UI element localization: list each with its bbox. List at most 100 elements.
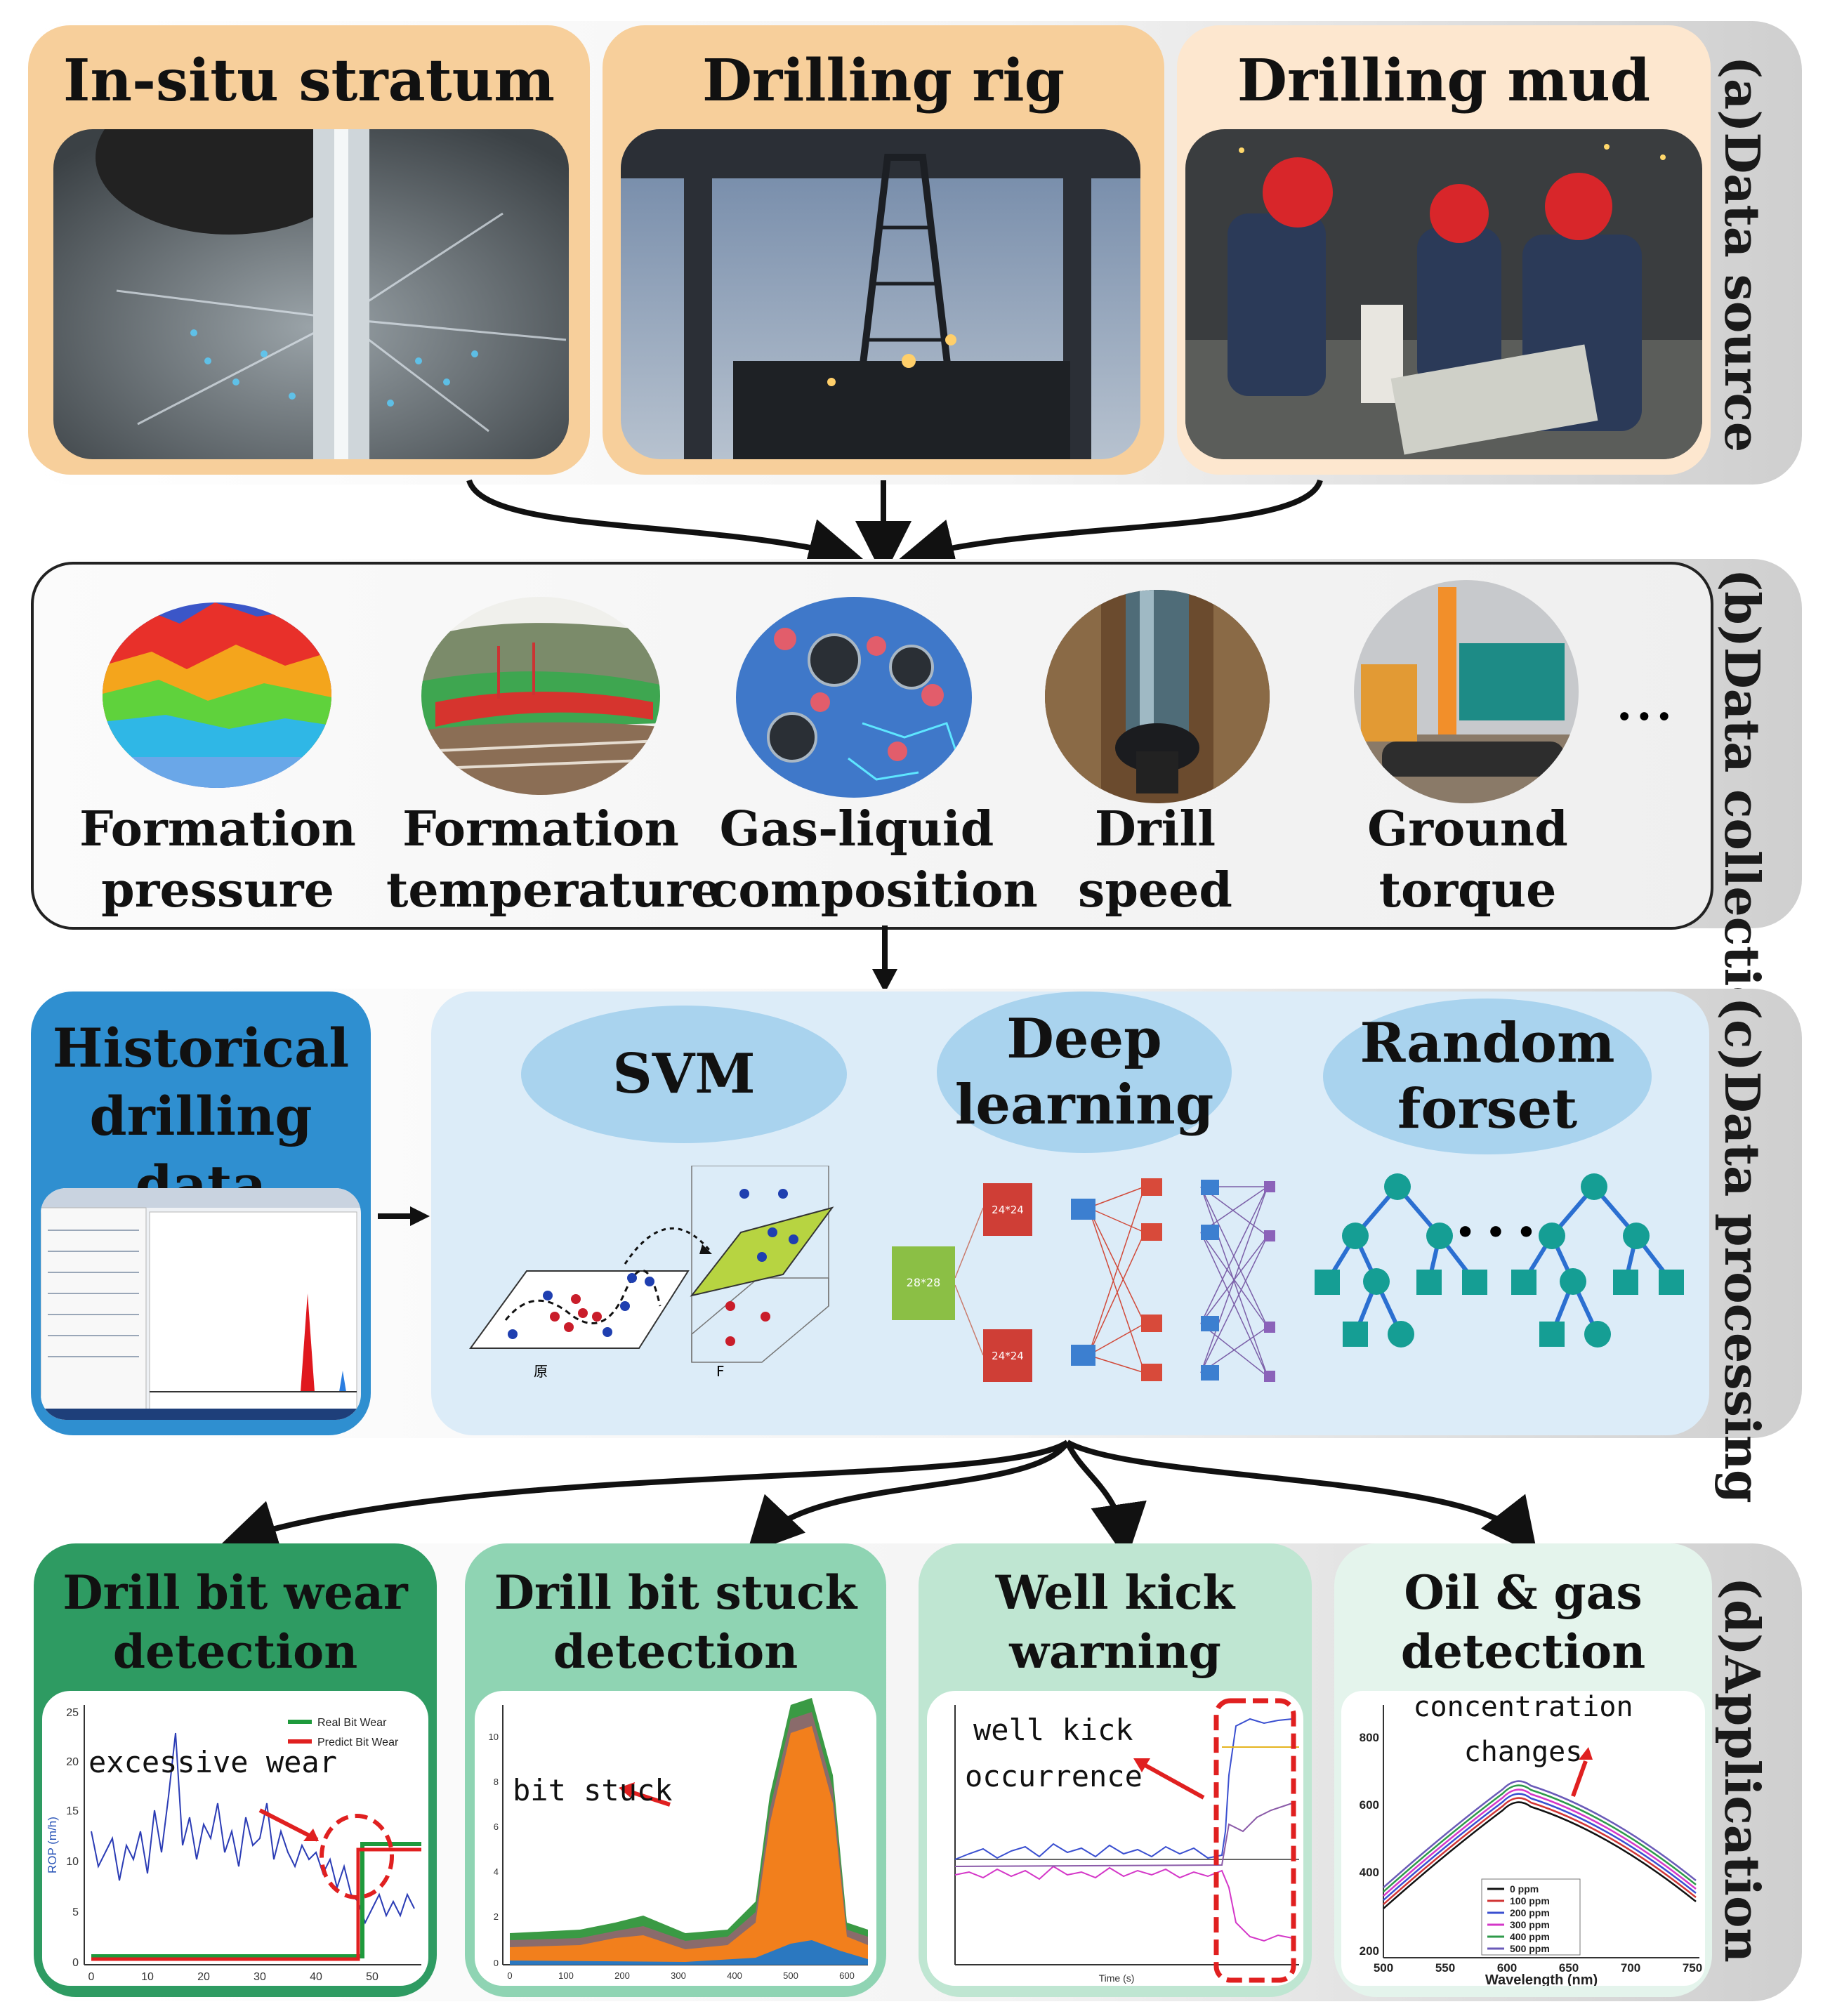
- arrows-processing-to-application: [221, 1439, 1538, 1552]
- random-forest-illustration: • • •: [1315, 1173, 1684, 1348]
- svm-oval: SVM: [521, 1006, 847, 1143]
- y-tick: 800: [1360, 1731, 1379, 1744]
- x-tick: 0: [88, 1971, 95, 1983]
- x-tick: 20: [197, 1971, 210, 1983]
- well-kick-annotation-line2: occurrence: [965, 1759, 1143, 1793]
- section-label-data-source: (a)Data source: [1713, 56, 1770, 453]
- legend-400ppm: 400 ppm: [1510, 1931, 1550, 1942]
- nn-conv-label-top: 24*24: [992, 1204, 1024, 1216]
- y-tick: 2: [494, 1911, 499, 1922]
- section-label-data-collection: (b)Data collection: [1713, 569, 1770, 1053]
- stuck-area-blue: [510, 1940, 868, 1965]
- legend-real-bit-wear: Real Bit Wear: [317, 1717, 387, 1729]
- x-tick: 10: [141, 1971, 154, 1983]
- x-tick: 500: [1374, 1961, 1393, 1975]
- formation-pressure-icon: [103, 602, 331, 788]
- y-axis-label: ROP (m/h): [46, 1817, 59, 1873]
- bit-stuck-annotation: bit stuck: [513, 1773, 673, 1807]
- collection-label-ground-torque: Ground torque: [1367, 801, 1568, 919]
- spectrum-500ppm: [1383, 1780, 1697, 1888]
- oil-gas-annotation-line1: concentration: [1413, 1691, 1633, 1723]
- app-title-well-kick: Well kick warning: [995, 1565, 1235, 1680]
- historical-data-card: Historical drilling data: [31, 991, 371, 1435]
- svm-illustration: 原 F: [469, 1166, 834, 1380]
- x-axis-label: Time (s): [1099, 1972, 1135, 1984]
- collection-label-formation-temperature: Formation temperature: [386, 801, 722, 919]
- svm-label-original: 原: [534, 1363, 548, 1380]
- y-tick: 10: [489, 1732, 499, 1742]
- x-tick: 0: [507, 1970, 512, 1981]
- spectrum-300ppm: [1383, 1788, 1697, 1897]
- y-tick: 0: [494, 1958, 499, 1968]
- y-tick: 200: [1360, 1944, 1379, 1958]
- forest-ellipsis: • • •: [1455, 1215, 1536, 1251]
- well-kick-annotation-line1: well kick: [973, 1713, 1133, 1747]
- historical-data-screenshot: [41, 1188, 361, 1420]
- svm-label-feature: F: [716, 1363, 725, 1380]
- x-tick: 40: [310, 1971, 322, 1983]
- app-title-bit-stuck: Drill bit stuck detection: [494, 1565, 857, 1680]
- random-forest-oval: Random forset: [1323, 999, 1652, 1154]
- x-tick: 550: [1435, 1961, 1455, 1975]
- app-card-oil-gas: Oil & gas detection 800 600 400 200 500 …: [1334, 1543, 1712, 1997]
- y-tick: 5: [72, 1906, 79, 1918]
- collection-label-gas-liquid-composition: Gas-liquid composition: [709, 801, 1038, 919]
- spectrum-400ppm: [1383, 1784, 1697, 1892]
- y-tick: 20: [66, 1756, 79, 1768]
- x-tick: 700: [1621, 1961, 1640, 1975]
- bit-stuck-chart-svg: 10 8 6 4 2 0 0 100 200 300 400 500 600: [489, 1698, 868, 1981]
- oil-gas-chart-svg: 800 600 400 200 500 550 600 650 700 750: [1360, 1691, 1703, 1986]
- oil-gas-chart: 800 600 400 200 500 550 600 650 700 750: [1341, 1691, 1705, 1986]
- real-bit-wear-line: [91, 1842, 421, 1958]
- arrow-historical-to-models: [378, 1206, 430, 1226]
- drilling-mud-image: [1185, 129, 1702, 459]
- x-tick: 300: [671, 1970, 686, 1981]
- drilling-rig-image: [621, 129, 1140, 459]
- x-tick: 200: [614, 1970, 630, 1981]
- app-card-bit-wear: Drill bit wear detection 25 20 15 10 5 0…: [34, 1543, 437, 1997]
- kick-series-purple: [954, 1803, 1293, 1867]
- y-tick: 10: [66, 1856, 79, 1868]
- kick-series-blue: [954, 1718, 1293, 1860]
- x-tick: 600: [839, 1970, 855, 1981]
- arrows-source-to-collection: [466, 479, 1323, 577]
- bit-wear-chart: 25 20 15 10 5 0 0 10 20 30 40 50 ROP (m/…: [42, 1691, 428, 1986]
- x-tick: 750: [1683, 1961, 1702, 1975]
- x-tick: 600: [1497, 1961, 1517, 1975]
- source-card-drilling-mud: Drilling mud: [1177, 25, 1711, 475]
- y-tick: 400: [1360, 1866, 1379, 1879]
- bit-wear-annotation: excessive wear: [88, 1745, 337, 1779]
- deep-learning-illustration: 28*28 24*24 24*24: [892, 1178, 1275, 1382]
- y-tick: 15: [66, 1805, 79, 1817]
- collection-label-formation-pressure: Formation pressure: [79, 801, 356, 919]
- bit-stuck-chart: 10 8 6 4 2 0 0 100 200 300 400 500 600: [475, 1691, 876, 1986]
- kick-series-magenta: [954, 1865, 1293, 1942]
- ground-torque-icon: [1354, 580, 1579, 803]
- y-tick: 0: [72, 1957, 79, 1969]
- predict-bit-wear-line: [91, 1847, 421, 1961]
- y-tick: 600: [1360, 1798, 1379, 1812]
- legend-predict-bit-wear: Predict Bit Wear: [317, 1737, 399, 1748]
- nn-conv-label-bottom: 24*24: [992, 1350, 1024, 1362]
- app-title-oil-gas: Oil & gas detection: [1400, 1565, 1646, 1680]
- source-card-drilling-rig: Drilling rig: [603, 25, 1164, 475]
- x-tick: 30: [254, 1971, 266, 1983]
- well-kick-chart: well kick occurrence Time (s): [927, 1691, 1303, 1986]
- source-title: Drilling rig: [702, 47, 1065, 114]
- nn-input-label: 28*28: [907, 1276, 941, 1289]
- app-title-bit-wear: Drill bit wear detection: [62, 1565, 408, 1680]
- x-tick: 650: [1559, 1961, 1579, 1975]
- source-title: Drilling mud: [1237, 47, 1651, 114]
- y-tick: 4: [494, 1866, 499, 1877]
- stuck-area-orange: [510, 1726, 868, 1965]
- x-tick: 500: [783, 1970, 798, 1981]
- arrow-collection-to-processing: [872, 925, 897, 993]
- x-tick: 400: [727, 1970, 742, 1981]
- section-label-application: (d)Application: [1713, 1576, 1770, 1963]
- source-card-in-situ-stratum: In-situ stratum: [28, 25, 590, 475]
- x-tick: 100: [558, 1970, 574, 1981]
- drill-speed-icon: [1045, 590, 1270, 803]
- legend-0ppm: 0 ppm: [1510, 1883, 1539, 1895]
- collection-ellipsis: ...: [1617, 678, 1676, 731]
- stratum-image: [53, 129, 569, 459]
